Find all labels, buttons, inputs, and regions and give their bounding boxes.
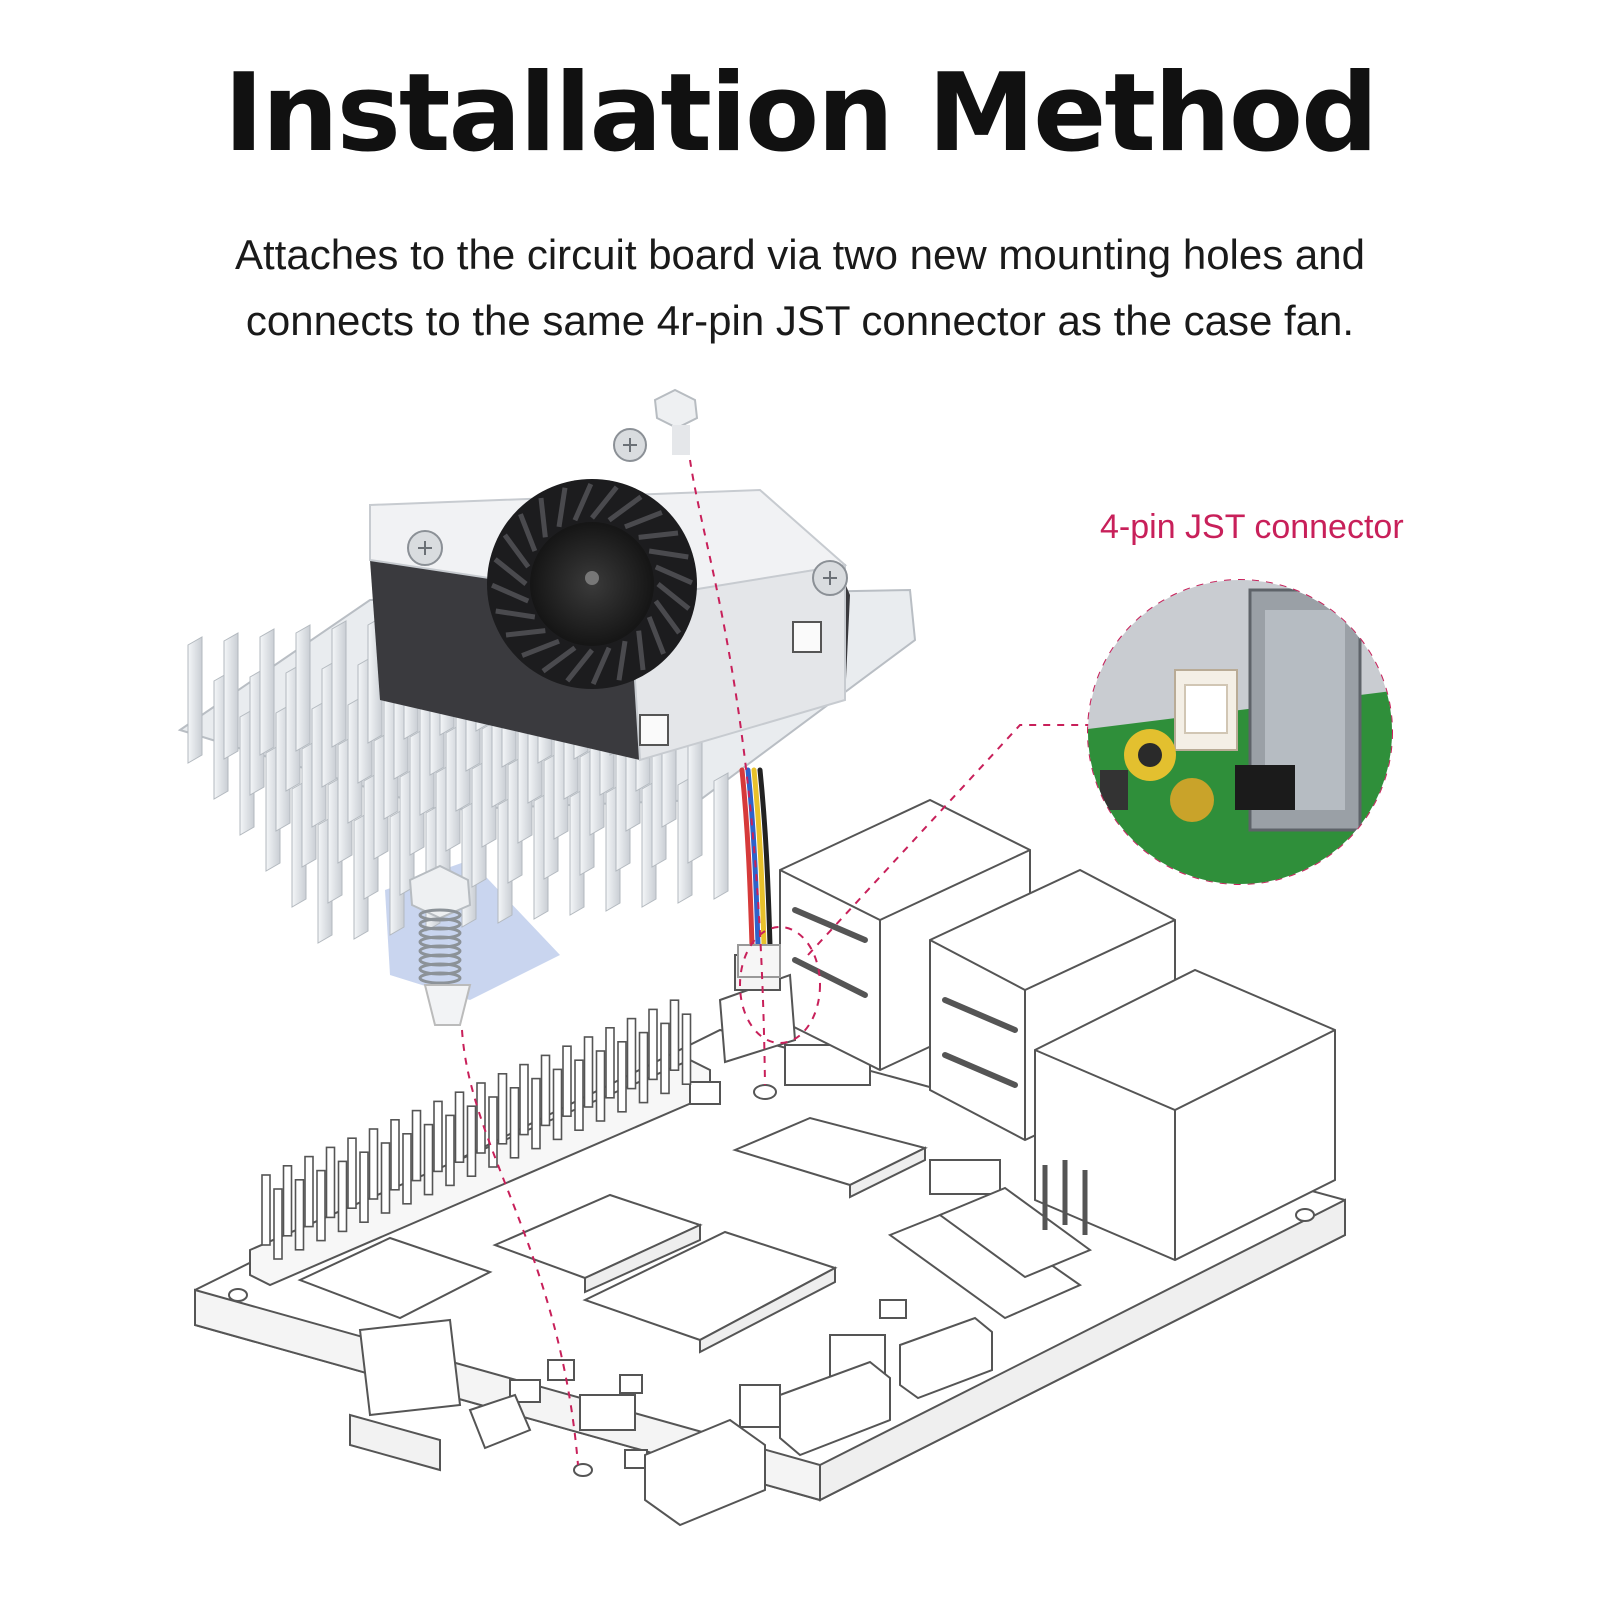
- heatsink-fin: [687, 736, 703, 864]
- gpio-pin: [660, 1022, 670, 1095]
- fan-blade: [505, 628, 546, 638]
- heatsink-fin: [187, 636, 203, 764]
- fan-blade: [565, 648, 594, 683]
- heatsink-fin: [223, 632, 239, 760]
- gpio-pin: [648, 1008, 658, 1081]
- gpio-pin: [540, 1054, 551, 1127]
- fan-blade: [572, 483, 594, 522]
- fan-blade: [616, 640, 628, 681]
- gpio-pin: [402, 1133, 412, 1205]
- gpio-pin: [316, 1169, 326, 1242]
- gpio-pin: [497, 1073, 508, 1145]
- fan-blade: [495, 608, 536, 620]
- gpio-pin: [411, 1109, 422, 1182]
- fan-blade: [653, 599, 682, 635]
- fan-cable: [737, 767, 781, 978]
- gpio-pin: [359, 1151, 369, 1223]
- heatsink-fin: [331, 620, 347, 748]
- fan-blade: [518, 513, 538, 552]
- gpio-pin: [390, 1119, 400, 1191]
- gpio-pin: [531, 1077, 541, 1150]
- fan-blade: [624, 510, 663, 530]
- gpio-pin: [347, 1137, 357, 1209]
- fan-blade: [491, 582, 530, 604]
- fan-blade: [636, 630, 646, 671]
- gpio-pin: [368, 1128, 379, 1200]
- fan-blade: [648, 548, 689, 560]
- gpio-pin: [583, 1036, 594, 1108]
- gpio-pin: [669, 999, 680, 1072]
- page-title: Installation Method: [223, 51, 1379, 176]
- cooler-screws: [407, 428, 848, 596]
- gpio-pin: [681, 1013, 692, 1086]
- gpio-pin: [638, 1031, 649, 1104]
- connector-callout-label: 4-pin JST connector: [1100, 508, 1404, 546]
- heatsink-fin: [295, 624, 311, 752]
- fan-blade: [656, 582, 691, 611]
- gpio-pin: [552, 1068, 563, 1141]
- fan-blade: [638, 530, 679, 540]
- gpio-pin: [562, 1045, 572, 1117]
- fan-blade: [654, 564, 693, 586]
- fan-blade: [556, 487, 568, 528]
- gpio-pin: [282, 1165, 293, 1237]
- fan-blade: [493, 557, 528, 586]
- gpio-pin: [605, 1027, 615, 1099]
- gpio-pin: [509, 1087, 520, 1159]
- gpio-pin: [519, 1063, 529, 1136]
- gpio-pin: [626, 1017, 637, 1090]
- fan-blade: [521, 638, 560, 658]
- active-cooler: [177, 428, 917, 1000]
- gpio-pin: [304, 1155, 314, 1228]
- gpio-pin: [380, 1142, 391, 1214]
- gpio-pin: [617, 1041, 627, 1113]
- gpio-pin: [294, 1179, 305, 1251]
- gpio-pin: [454, 1091, 465, 1163]
- spring-icon: [418, 908, 462, 985]
- description-text: Attaches to the circuit board via two ne…: [150, 222, 1450, 354]
- spring-push-pins: [408, 388, 699, 1026]
- gpio-pin: [261, 1174, 271, 1246]
- fan-blade: [590, 485, 619, 520]
- fan-blade: [541, 645, 577, 674]
- heatsink-fin: [713, 772, 729, 900]
- gpio-pin: [445, 1114, 455, 1187]
- description-line-1: Attaches to the circuit board via two ne…: [235, 231, 1365, 278]
- fan-blade: [538, 497, 548, 538]
- gpio-pin: [466, 1105, 477, 1177]
- gpio-pin: [273, 1188, 283, 1260]
- gpio-pin: [423, 1123, 434, 1196]
- heatsink-fin: [259, 628, 275, 756]
- fan-blade: [646, 616, 666, 655]
- connector-zoom-inset: [1088, 580, 1392, 884]
- gpio-pin: [488, 1096, 498, 1168]
- description-line-2: connects to the same 4r-pin JST connecto…: [245, 297, 1355, 344]
- gpio-pin: [574, 1059, 584, 1131]
- fan-blade: [607, 494, 643, 523]
- gpio-pin: [325, 1146, 336, 1219]
- gpio-pin: [595, 1050, 606, 1122]
- fan-blade: [590, 646, 612, 685]
- gpio-pin: [337, 1160, 348, 1233]
- fan-blade: [502, 533, 531, 569]
- usb-ports: [779, 798, 1336, 1262]
- gpio-pin: [433, 1100, 443, 1173]
- fan-blades: [491, 483, 693, 685]
